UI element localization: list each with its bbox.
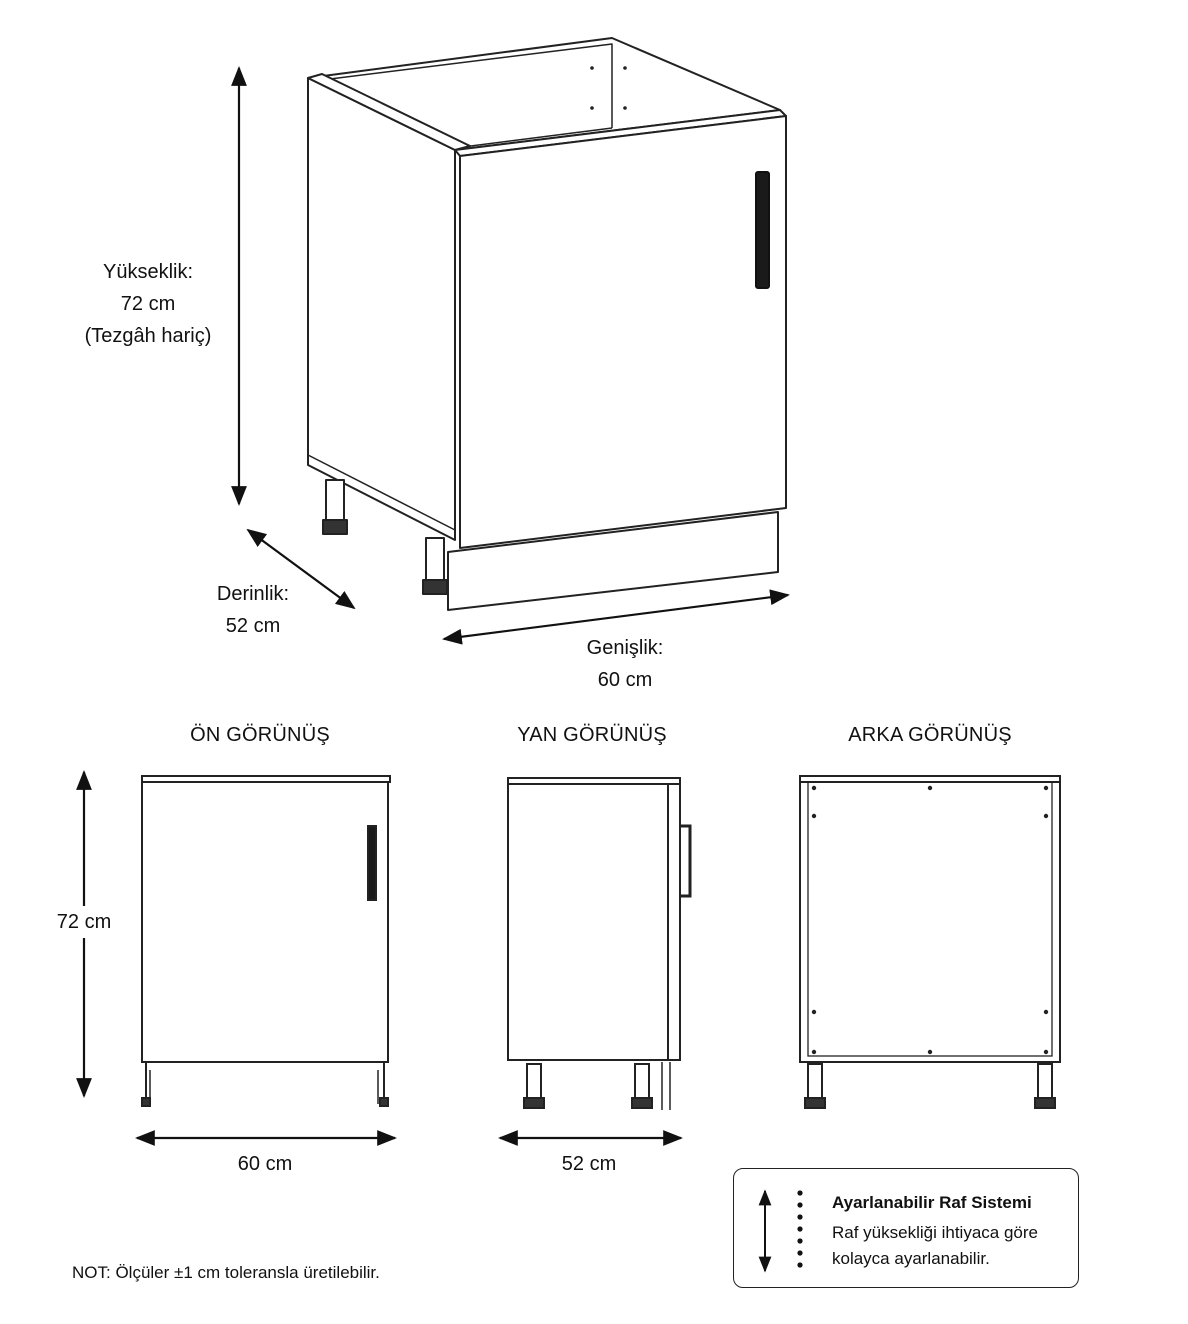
cabinet-left-panel xyxy=(307,77,456,541)
depth-dimension-line xyxy=(246,528,356,610)
main-dimension-lines xyxy=(231,66,790,645)
depth-label-line-2: 52 cm xyxy=(225,615,281,637)
depth-label: Derinlik: 52 cm xyxy=(193,578,313,642)
height-label: Yükseklik: 72 cm (Tezgâh hariç) xyxy=(70,256,226,352)
front-width-label: 60 cm xyxy=(237,1153,293,1175)
width-label-line-2: 60 cm xyxy=(597,669,653,691)
door-handle xyxy=(755,171,770,289)
info-line-2: kolayca ayarlanabilir. xyxy=(832,1249,990,1268)
back-view-title: ARKA GÖRÜNÜŞ xyxy=(848,724,1012,746)
cabinet-legs xyxy=(322,479,448,595)
tolerance-note: NOT: Ölçüler ±1 cm toleransla üretilebil… xyxy=(72,1263,380,1282)
isometric-cabinet xyxy=(307,37,787,611)
height-label-line-1: Yükseklik: xyxy=(102,261,194,283)
front-view-title: ÖN GÖRÜNÜŞ xyxy=(190,724,330,746)
front-height-label: 72 cm xyxy=(44,906,124,938)
height-label-line-2: 72 cm xyxy=(120,293,176,315)
depth-label-line-1: Derinlik: xyxy=(216,583,290,605)
side-view xyxy=(507,777,692,1110)
back-view xyxy=(799,775,1061,1109)
info-line-1: Raf yüksekliği ihtiyaca göre xyxy=(832,1223,1038,1242)
info-title: Ayarlanabilir Raf Sistemi xyxy=(832,1193,1032,1212)
shelf-adjust-icon xyxy=(758,1189,803,1273)
width-dimension-line xyxy=(442,589,790,645)
front-view xyxy=(141,775,391,1107)
adjustable-shelf-info-box: Ayarlanabilir Raf Sistemi Raf yüksekliği… xyxy=(733,1168,1079,1288)
side-view-title: YAN GÖRÜNÜŞ xyxy=(517,724,667,746)
width-label: Genişlik: 60 cm xyxy=(564,632,686,696)
height-label-line-3: (Tezgâh hariç) xyxy=(84,325,212,347)
side-depth-label: 52 cm xyxy=(561,1153,617,1175)
width-label-line-1: Genişlik: xyxy=(586,637,664,659)
cabinet-door xyxy=(459,115,787,549)
